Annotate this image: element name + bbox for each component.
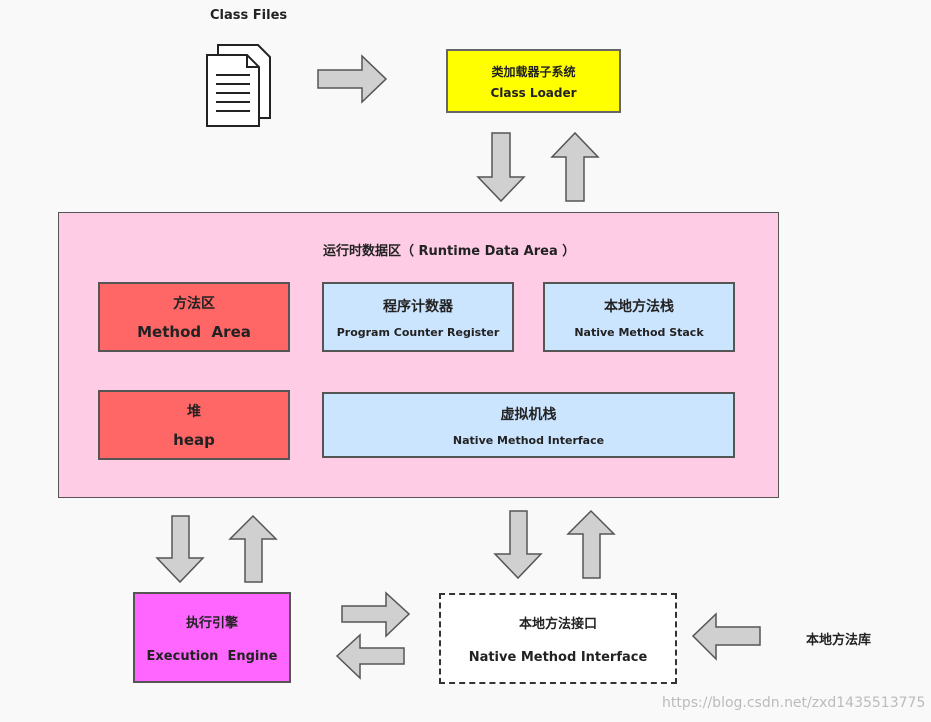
runtime-data-area-title: 运行时数据区（ Runtime Data Area ） [323,244,576,259]
method-area-box: 方法区 Method Area [98,282,290,352]
arrow-right-exec-native [341,591,411,638]
class-loader-title-cn: 类加载器子系统 [491,64,576,79]
execution-engine-cn: 执行引擎 [185,615,238,631]
execution-engine-en: Execution Engine [146,648,278,664]
watermark: https://blog.csdn.net/zxd1435513775 [662,695,926,711]
pc-register-cn: 程序计数器 [383,298,453,315]
vm-stack-en: Native Method Interface [452,433,605,447]
class-files-label: Class Files [210,8,288,23]
heap-box: 堆 heap [98,390,290,460]
method-area-en: Method Area [137,323,251,341]
class-loader-box: 类加载器子系统 Class Loader [446,49,621,113]
arrow-down-native [493,510,543,580]
arrow-up-loader [550,131,600,202]
native-method-stack-box: 本地方法栈 Native Method Stack [543,282,735,352]
arrow-down-exec [155,515,205,584]
arrow-left-library [691,612,761,661]
class-loader-title-en: Class Loader [490,85,577,100]
native-stack-cn: 本地方法栈 [604,298,674,315]
execution-engine-box: 执行引擎 Execution Engine [133,592,291,683]
native-interface-cn: 本地方法接口 [518,616,597,632]
vm-stack-cn: 虚拟机栈 [500,406,557,423]
method-area-cn: 方法区 [173,296,215,312]
pc-register-box: 程序计数器 Program Counter Register [322,282,514,352]
native-interface-en: Native Method Interface [468,649,648,665]
arrow-up-native [566,509,616,579]
native-stack-en: Native Method Stack [574,325,704,339]
pc-register-en: Program Counter Register [336,325,500,339]
arrow-left-native-exec [335,633,405,680]
vm-stack-box: 虚拟机栈 Native Method Interface [322,392,735,458]
heap-cn: 堆 [187,404,201,420]
arrow-down-loader [476,132,526,203]
arrow-up-exec [228,514,278,583]
native-method-interface-box: 本地方法接口 Native Method Interface [439,593,677,684]
native-library-label: 本地方法库 [806,633,872,648]
arrow-right-classfiles [317,54,388,104]
heap-en: heap [173,431,215,449]
document-icon [206,44,271,127]
